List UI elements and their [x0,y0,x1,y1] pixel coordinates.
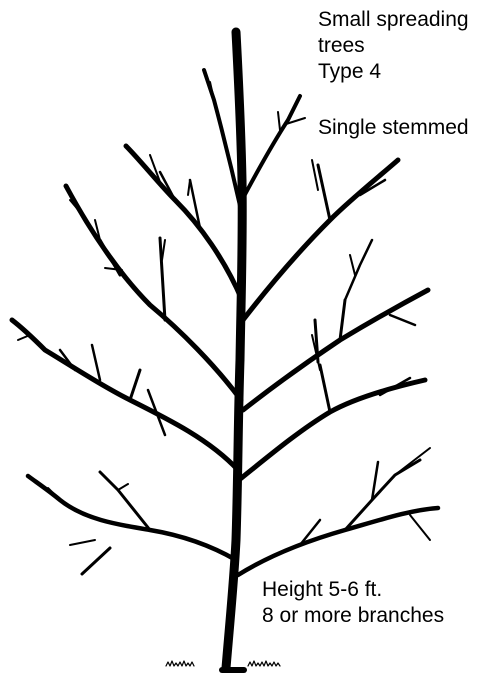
branch-mid-right-upper [243,290,428,410]
branch-upper-right [243,160,398,320]
branch-top-right [242,96,300,200]
branch-mid-left-lower [12,320,238,470]
title-line-1: Small spreading [318,8,469,32]
branch-mid-right-lower [239,380,425,480]
branch-upper-left [126,146,242,300]
height-label: Height 5-6 ft. [262,578,382,602]
title-line-2: trees [318,34,365,58]
stem-label: Single stemmed [318,116,469,140]
branch-mid-left-upper [66,186,241,400]
branch-low-left [28,476,236,560]
title-line-3: Type 4 [318,60,381,84]
branch-low-right [238,508,438,575]
branches-label: 8 or more branches [262,604,444,628]
